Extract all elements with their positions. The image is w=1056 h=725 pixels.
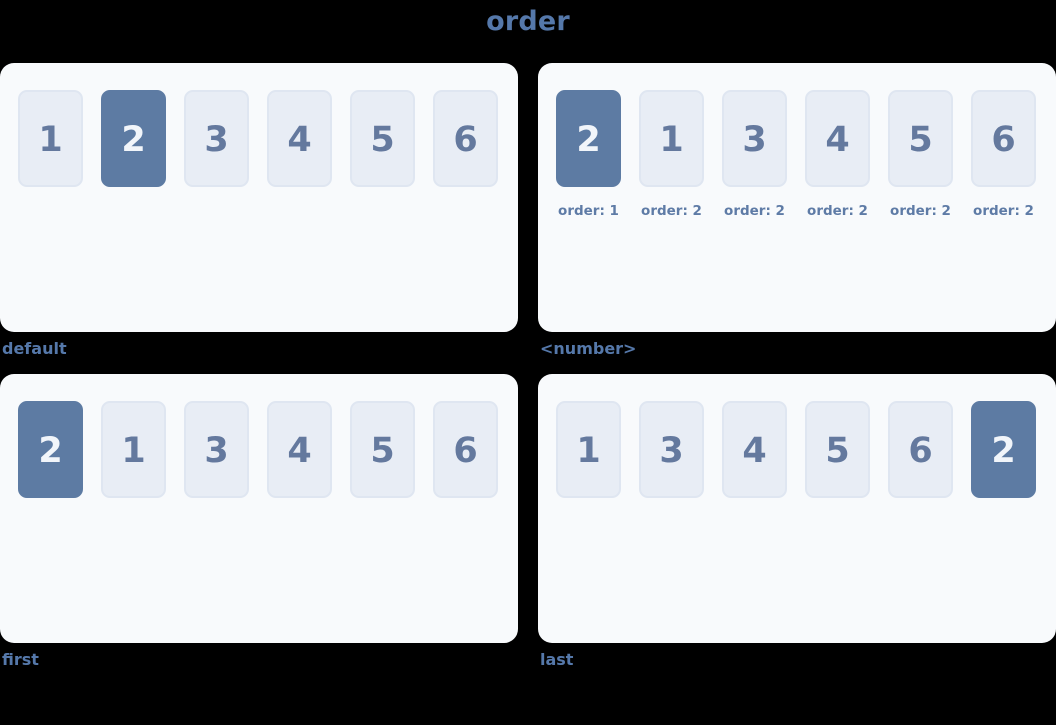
flex-item-box: 1 [101,401,166,498]
order-value-label: order: 2 [973,203,1034,219]
flex-item: 1 [101,401,166,498]
flex-item: 3 [184,401,249,498]
order-value-label: order: 1 [558,203,619,219]
order-value-label: order: 2 [807,203,868,219]
flex-item: 2 [971,401,1036,498]
flex-item: 4 order: 2 [805,90,870,219]
flex-item-box: 4 [267,401,332,498]
flex-item-box: 6 [971,90,1036,187]
flex-item: 5 order: 2 [888,90,953,219]
flex-item: 5 [350,401,415,498]
flex-item-box-highlighted: 2 [971,401,1036,498]
flex-item-box: 4 [805,90,870,187]
order-value-label: order: 2 [890,203,951,219]
flex-item-box: 5 [350,401,415,498]
flex-item: 6 order: 2 [971,90,1036,219]
flex-container-number: 2 order: 1 1 order: 2 3 order: 2 4 order: 2 5 ord… [538,63,1056,332]
flex-item: 3 order: 2 [722,90,787,219]
flex-item-box: 1 [639,90,704,187]
flex-item: 2 [101,90,166,187]
flex-item-box: 3 [639,401,704,498]
example-caption-last: last [540,650,574,669]
flex-item-box: 5 [888,90,953,187]
example-caption-default: default [2,339,67,358]
example-number: 2 order: 1 1 order: 2 3 order: 2 4 order: 2 5 ord… [538,63,1056,358]
flex-item: 4 [267,90,332,187]
flex-item-box: 6 [433,401,498,498]
flex-item-box: 6 [888,401,953,498]
page-title: order [486,6,570,37]
flex-item: 6 [433,90,498,187]
flex-item-box: 3 [184,90,249,187]
example-caption-number: <number> [540,339,637,358]
example-caption-first: first [2,650,39,669]
flex-item: 1 [556,401,621,498]
flex-item: 2 order: 1 [556,90,621,219]
flex-item: 3 [639,401,704,498]
flex-item-box: 4 [267,90,332,187]
flex-item-box: 4 [722,401,787,498]
flex-item: 5 [805,401,870,498]
flex-item-box: 1 [556,401,621,498]
flex-item-box: 6 [433,90,498,187]
flex-item-box-highlighted: 2 [556,90,621,187]
order-value-label: order: 2 [724,203,785,219]
flex-item: 4 [722,401,787,498]
flex-item: 1 [18,90,83,187]
flex-item: 6 [433,401,498,498]
flex-item: 5 [350,90,415,187]
flex-item-box: 3 [184,401,249,498]
order-value-label: order: 2 [641,203,702,219]
flex-item-box: 5 [350,90,415,187]
flex-item-box-highlighted: 2 [101,90,166,187]
flex-item-box: 5 [805,401,870,498]
flex-item: 6 [888,401,953,498]
flex-item-box: 3 [722,90,787,187]
flex-item-box-highlighted: 2 [18,401,83,498]
flex-item-box: 1 [18,90,83,187]
flex-item: 3 [184,90,249,187]
flex-item: 4 [267,401,332,498]
flex-item: 2 [18,401,83,498]
flex-item: 1 order: 2 [639,90,704,219]
